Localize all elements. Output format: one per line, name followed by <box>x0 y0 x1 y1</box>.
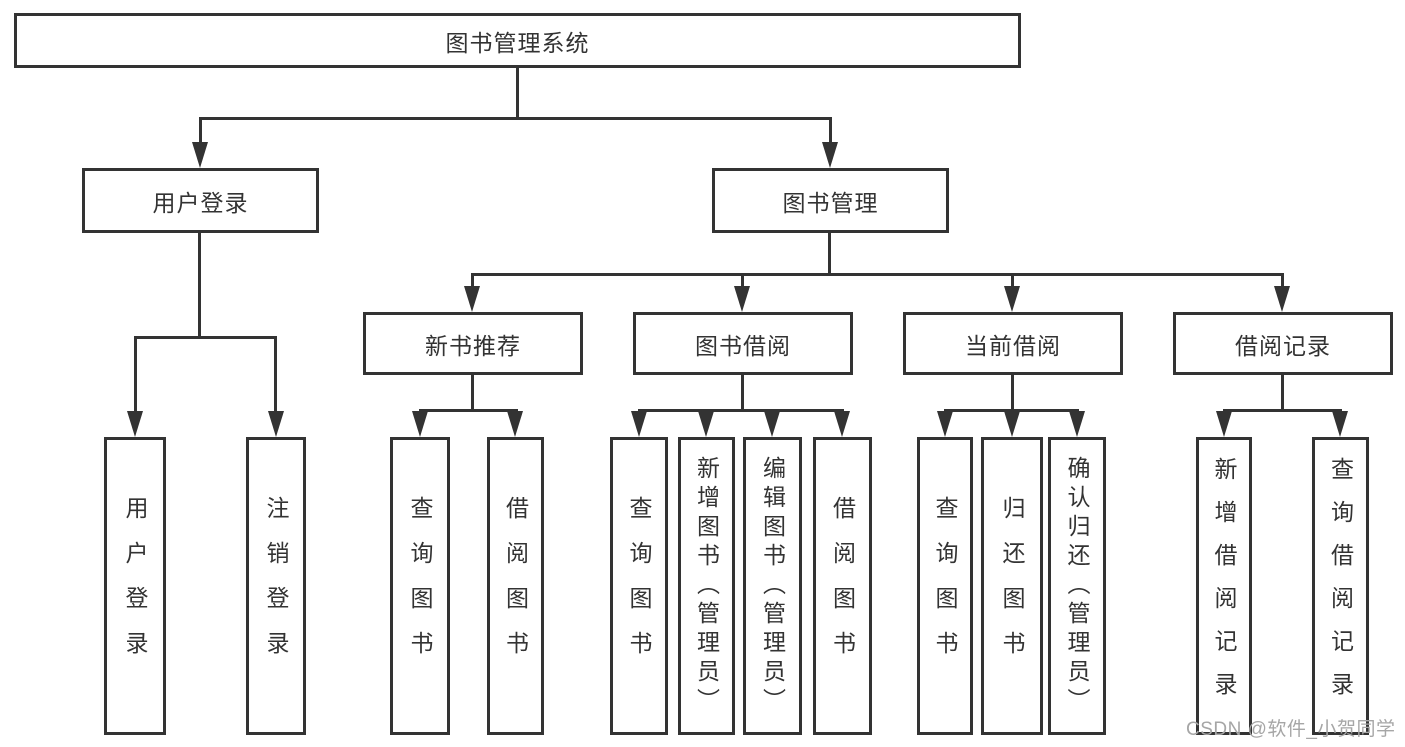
leaf-edit-books-admin: 编辑图书（管理员） <box>743 437 802 735</box>
node-system-root: 图书管理系统 <box>14 13 1021 68</box>
leaf-add-books-admin: 新增图书（管理员） <box>678 437 735 735</box>
connector-line <box>638 409 844 412</box>
arrowhead-down-icon <box>822 142 838 168</box>
arrowhead-down-icon <box>1216 411 1232 437</box>
leaf-confirm-return-admin: 确认归还（管理员） <box>1048 437 1106 735</box>
arrowhead-down-icon <box>937 411 953 437</box>
connector-line <box>471 375 474 412</box>
leaf-query-borrow-record: 查询借阅记录 <box>1312 437 1369 735</box>
node-borrow-records: 借阅记录 <box>1173 312 1393 375</box>
leaf-logout: 注销登录 <box>246 437 306 735</box>
node-book-management: 图书管理 <box>712 168 949 233</box>
node-book-borrowing: 图书借阅 <box>633 312 853 375</box>
connector-line <box>1281 273 1284 289</box>
arrowhead-down-icon <box>1004 411 1020 437</box>
arrowhead-down-icon <box>127 411 143 437</box>
arrowhead-down-icon <box>631 411 647 437</box>
connector-line <box>829 117 832 145</box>
arrowhead-down-icon <box>268 411 284 437</box>
connector-line <box>471 273 474 289</box>
arrowhead-down-icon <box>834 411 850 437</box>
connector-line <box>741 273 744 289</box>
leaf-query-books-3: 查询图书 <box>917 437 973 735</box>
leaf-user-login: 用户登录 <box>104 437 166 735</box>
connector-line <box>944 409 1079 412</box>
connector-line <box>198 233 201 339</box>
arrowhead-down-icon <box>1069 411 1085 437</box>
connector-line <box>471 273 1284 276</box>
arrowhead-down-icon <box>1274 286 1290 312</box>
node-new-book-recommend: 新书推荐 <box>363 312 583 375</box>
arrowhead-down-icon <box>507 411 523 437</box>
connector-line <box>741 375 744 412</box>
node-current-borrowing: 当前借阅 <box>903 312 1123 375</box>
csdn-watermark: CSDN @软件_小贺同学 <box>1186 719 1396 740</box>
connector-line <box>516 68 519 120</box>
connector-line <box>1281 375 1284 412</box>
leaf-return-books: 归还图书 <box>981 437 1043 735</box>
connector-line <box>134 336 277 339</box>
leaf-query-books: 查询图书 <box>390 437 450 735</box>
connector-line <box>134 336 137 414</box>
connector-line <box>199 117 202 145</box>
connector-line <box>1011 375 1014 412</box>
connector-line <box>199 117 832 120</box>
arrowhead-down-icon <box>734 286 750 312</box>
arrowhead-down-icon <box>192 142 208 168</box>
connector-line <box>419 409 518 412</box>
arrowhead-down-icon <box>698 411 714 437</box>
connector-line <box>1011 273 1014 289</box>
connector-line <box>828 233 831 276</box>
connector-line <box>274 336 277 414</box>
leaf-borrow-books-2: 借阅图书 <box>813 437 872 735</box>
connector-line <box>1223 409 1342 412</box>
leaf-query-books-2: 查询图书 <box>610 437 668 735</box>
leaf-add-borrow-record: 新增借阅记录 <box>1196 437 1252 735</box>
arrowhead-down-icon <box>464 286 480 312</box>
node-user-login: 用户登录 <box>82 168 319 233</box>
arrowhead-down-icon <box>1332 411 1348 437</box>
leaf-borrow-books: 借阅图书 <box>487 437 544 735</box>
arrowhead-down-icon <box>764 411 780 437</box>
arrowhead-down-icon <box>412 411 428 437</box>
arrowhead-down-icon <box>1004 286 1020 312</box>
